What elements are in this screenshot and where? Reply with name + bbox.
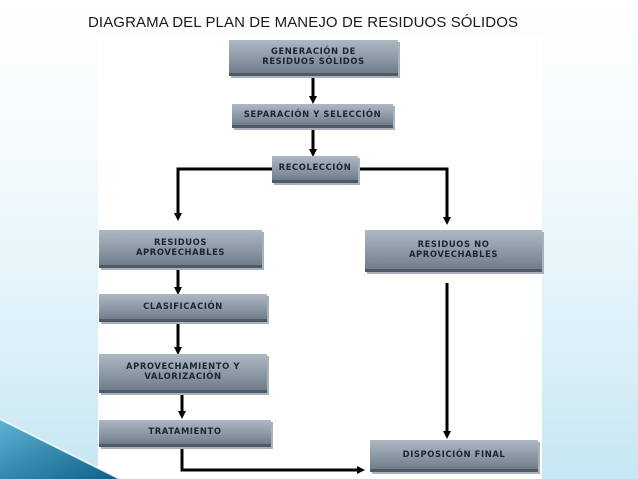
node-tratamiento: TRATAMIENTO bbox=[99, 420, 271, 447]
node-no-aprovechables: RESIDUOS NO APROVECHABLES bbox=[365, 230, 542, 272]
arrow-recoleccion-aprovechables bbox=[174, 167, 272, 221]
node-recoleccion: RECOLECCIÓN bbox=[272, 156, 358, 183]
node-separacion: SEPARACIÓN Y SELECCIÓN bbox=[232, 104, 393, 128]
arrow-recoleccion-no-aprovechables bbox=[357, 167, 451, 225]
node-aprovechables: RESIDUOS APROVECHABLES bbox=[99, 230, 262, 268]
slide-title: DIAGRAMA DEL PLAN DE MANEJO DE RESIDUOS … bbox=[88, 14, 519, 31]
decorative-wedge bbox=[0, 419, 120, 479]
arrow-tratamiento-disposicion bbox=[180, 447, 365, 474]
node-clasificacion: CLASIFICACIÓN bbox=[99, 294, 267, 322]
node-aprovechamiento: APROVECHAMIENTO Y VALORIZACIÓN bbox=[99, 354, 267, 393]
node-generacion: GENERACIÓN DE RESIDUOS SÓLIDOS bbox=[229, 40, 398, 76]
node-disposicion: DISPOSICIÓN FINAL bbox=[370, 440, 538, 472]
